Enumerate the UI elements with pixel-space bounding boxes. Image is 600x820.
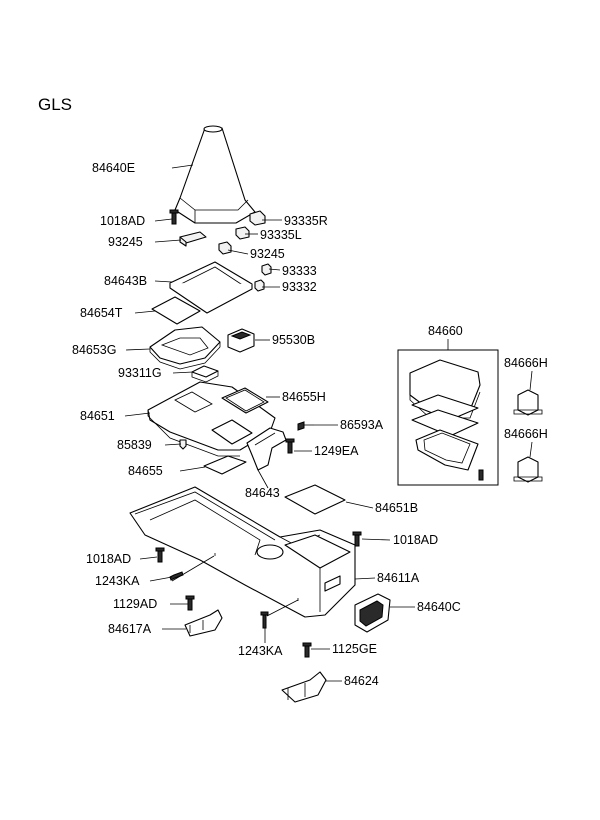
armrest-box [397,349,499,486]
screw-1018AD-top [169,209,179,225]
label-84666H-upper: 84666H [504,356,548,370]
shift-bezel [169,261,253,314]
label-93245-b: 93245 [250,247,285,261]
label-84611A: 84611A [377,571,420,585]
switch-93333 [261,263,272,276]
indicator-84653G [149,326,221,370]
label-1125GE: 1125GE [332,642,377,656]
model-title: GLS [38,95,72,114]
label-93335R: 93335R [284,214,328,228]
bracket-84666H-upper [513,389,543,416]
bezel-84640C [354,593,391,633]
label-84660: 84660 [428,324,463,338]
label-84651: 84651 [80,409,115,423]
label-1243KA-left: 1243KA [95,574,140,588]
clip-93335L [235,226,250,240]
screw-1125GE [302,642,312,658]
label-93335L: 93335L [260,228,302,242]
label-93311G: 93311G [118,366,162,380]
label-84666H-lower: 84666H [504,427,548,441]
insert-93245-a [179,231,207,247]
label-84651B: 84651B [375,501,418,515]
label-93245-a: 93245 [108,235,143,249]
label-84654T: 84654T [80,306,123,320]
screw-1129AD [185,595,195,611]
switch-93332 [254,279,265,292]
screw-1018AD-right [352,531,362,547]
label-1243KA-bottom: 1243KA [238,644,283,658]
screw-1018AD-left [155,547,165,563]
screw-1249EA [285,438,295,454]
label-1018AD-left: 1018AD [86,552,131,566]
main-console [129,486,356,618]
label-1249EA: 1249EA [314,444,359,458]
bracket-84666H-lower [513,456,543,483]
insert-93245-b [218,241,232,255]
label-84643B: 84643B [104,274,147,288]
plate-84654T [151,296,201,325]
pad-84651B [284,484,346,515]
label-84624: 84624 [344,674,379,688]
switch-95530B [227,328,255,353]
clip-93335R [249,210,266,226]
bracket-93311G [191,365,219,383]
label-85839: 85839 [117,438,152,452]
label-93333: 93333 [282,264,317,278]
label-1018AD-right: 1018AD [393,533,438,547]
label-84655H: 84655H [282,390,326,404]
bracket-84624 [281,671,327,703]
pad-84655 [203,455,247,475]
label-84617A: 84617A [108,622,152,636]
screw-1243KA-bottom [260,611,269,629]
screw-1243KA-left [169,571,184,581]
clip-85839 [179,439,187,450]
label-86593A: 86593A [340,418,384,432]
bracket-84643 [246,427,287,471]
label-84643: 84643 [245,486,280,500]
label-84653G: 84653G [72,343,116,357]
label-1018AD-top: 1018AD [100,214,145,228]
bolt-86593A [297,421,314,431]
label-84655: 84655 [128,464,163,478]
label-1129AD: 1129AD [113,597,157,611]
label-84640E: 84640E [92,161,135,175]
callout-labels: 84640E 1018AD 93335R 93245 93335L 93245 … [72,161,548,688]
label-95530B: 95530B [272,333,315,347]
label-93332: 93332 [282,280,317,294]
shift-boot [174,125,256,224]
bracket-84617A [184,609,223,637]
upper-panel [147,381,276,457]
leader-lines [124,164,533,682]
label-84640C: 84640C [417,600,461,614]
